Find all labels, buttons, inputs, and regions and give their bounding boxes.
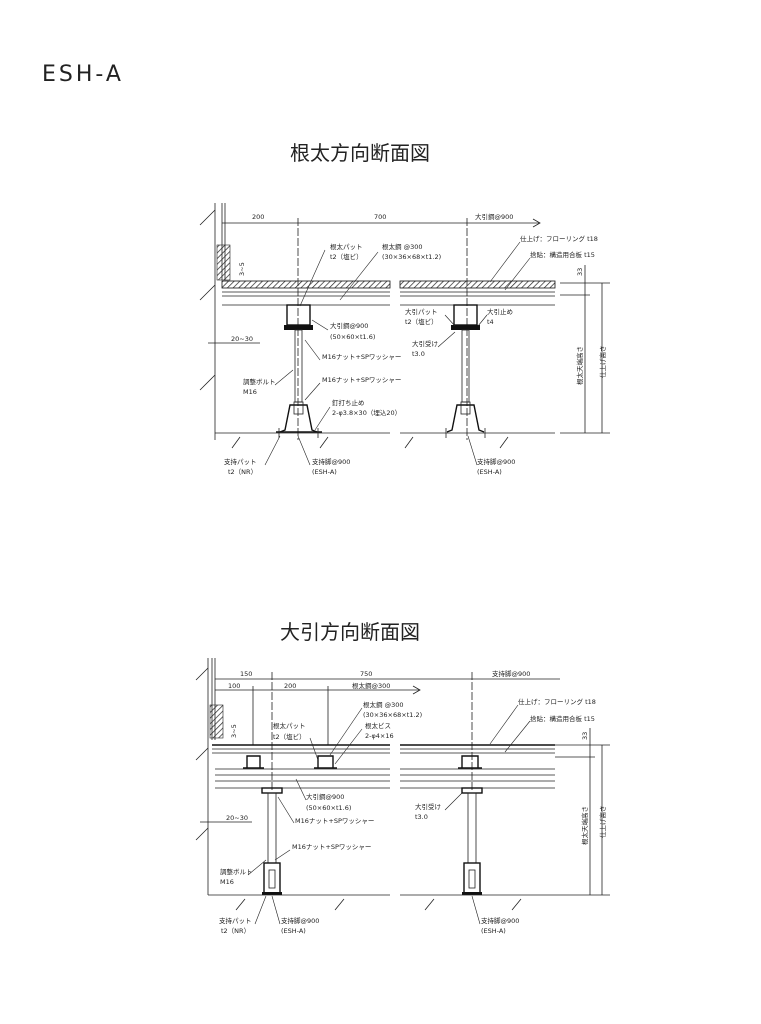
dim-33: 33 [576,268,584,276]
leg-spec: (ESH-A) [281,927,306,935]
dim-100: 100 [228,682,240,690]
dim-150: 150 [240,670,252,678]
pedestal-2 [461,787,483,895]
beam-pad-spec: t2（塩ビ） [405,317,438,326]
dim-clearance: 20~30 [231,335,253,343]
beam-pad-label: 大引パット [405,307,438,316]
nut-lower-label: M16ナット+SPワッシャー [322,376,401,384]
beam-holder-label: 大引受け [415,802,441,811]
beam-label: 大引鋼@900 [330,321,368,330]
dim-gap: 3~5 [238,262,246,276]
nut-upper-label: M16ナット+SPワッシャー [322,353,401,361]
nail-label: 釘打ち止め [332,398,365,407]
beam-stop-label: 大引止め [487,307,513,316]
floor-layers [212,744,555,789]
beam-spec: (50×60×t1.6) [306,804,351,812]
joist-pad-label: 根太パット [273,721,306,730]
leg-label: 支持脚@900 [281,916,319,925]
joist-label: 根太鋼 @300 [363,700,403,709]
joist-label: 根太鋼 @300 [382,242,422,251]
leg2-label: 支持脚@900 [481,916,519,925]
joist-spec: (30×36×68×t1.2) [382,253,441,261]
dim-750: 750 [360,670,372,678]
screw-spec: 2-φ4×16 [365,732,394,740]
drawing-joist-direction: 200 700 大引鋼@900 3~5 20~30 [199,203,610,476]
leg2-spec: (ESH-A) [481,927,506,935]
joist-top-height-label: 根太天端高さ [575,346,584,385]
dim-700: 700 [374,213,386,221]
pedestal-1 [261,787,283,895]
nut-upper-label: M16ナット+SPワッシャー [295,817,374,825]
support-pad-label: 支持パット [224,457,257,466]
dim-span: 大引鋼@900 [475,212,513,221]
leg2-label: 支持脚@900 [477,457,515,466]
joist-pad-spec: t2（塩ビ） [330,252,363,261]
beam-label: 大引鋼@900 [306,792,344,801]
section-title-beam-direction: 大引方向断面図 [280,620,420,644]
dim-span: 支持脚@900 [492,669,530,678]
leg-label: 支持脚@900 [312,457,350,466]
leg-spec: (ESH-A) [312,468,337,476]
bolt-spec: M16 [243,388,257,396]
pedestal-2 [445,304,486,438]
support-pad-label: 支持パット [219,916,252,925]
dim-200: 200 [284,682,296,690]
joist-top-height-label: 根太天端高さ [580,806,589,845]
nut-lower-label: M16ナット+SPワッシャー [292,843,371,851]
bolt-label: 調整ボルト [220,867,253,876]
dim-clearance: 20~30 [226,814,248,822]
beam-holder-label: 大引受け [412,339,438,348]
beam-holder-spec: t3.0 [415,813,428,821]
support-pad-spec: t2（NR） [221,927,250,935]
finish-height-label: 仕上げ高さ [598,806,607,839]
joist-pad-spec: t2（塩ビ） [273,732,306,741]
document-title: ESH-A [42,62,124,87]
subfloor-label: 捨貼：構造用合板 t15 [530,250,595,259]
finish-label: 仕上げ：フローリング t18 [518,697,596,706]
leg2-spec: (ESH-A) [477,468,502,476]
joist-clips [243,755,482,769]
subfloor-label: 捨貼：構造用合板 t15 [530,714,595,723]
dim-span2: 根太鋼@300 [352,681,390,690]
joist-spec: (30×36×68×t1.2) [363,711,422,719]
labels-section-1: 根太パット t2（塩ビ） 根太鋼 @300 (30×36×68×t1.2) 大引… [224,234,598,476]
nail-spec: 2-φ3.8×30（埋込20） [332,408,401,417]
floor-finish [221,280,556,306]
drawing-beam-direction: 150 750 支持脚@900 100 200 根太鋼@300 3~5 20~3… [195,658,610,935]
bolt-label: 調整ボルト [243,377,276,386]
joist-pad-label: 根太パット [330,242,363,251]
support-pad-spec: t2（NR） [228,468,257,476]
beam-spec: (50×60×t1.6) [330,333,375,341]
wall [195,658,224,895]
screw-label: 根太ビス [365,721,391,730]
finish-label: 仕上げ：フローリング t18 [520,234,598,243]
dim-200: 200 [252,213,264,221]
beam-stop-spec: t4 [487,318,494,326]
dim-gap: 3~5 [230,724,238,738]
beam-holder-spec: t3.0 [412,350,425,358]
dim-33: 33 [581,732,589,740]
pedestal-1 [276,304,322,438]
section-title-joist-direction: 根太方向断面図 [290,141,430,165]
finish-height-label: 仕上げ高さ [598,346,607,379]
wall [199,203,231,440]
labels-section-2: 根太鋼 @300 (30×36×68×t1.2) 根太パット t2（塩ビ） 根太… [219,697,596,935]
bolt-spec: M16 [220,878,234,886]
